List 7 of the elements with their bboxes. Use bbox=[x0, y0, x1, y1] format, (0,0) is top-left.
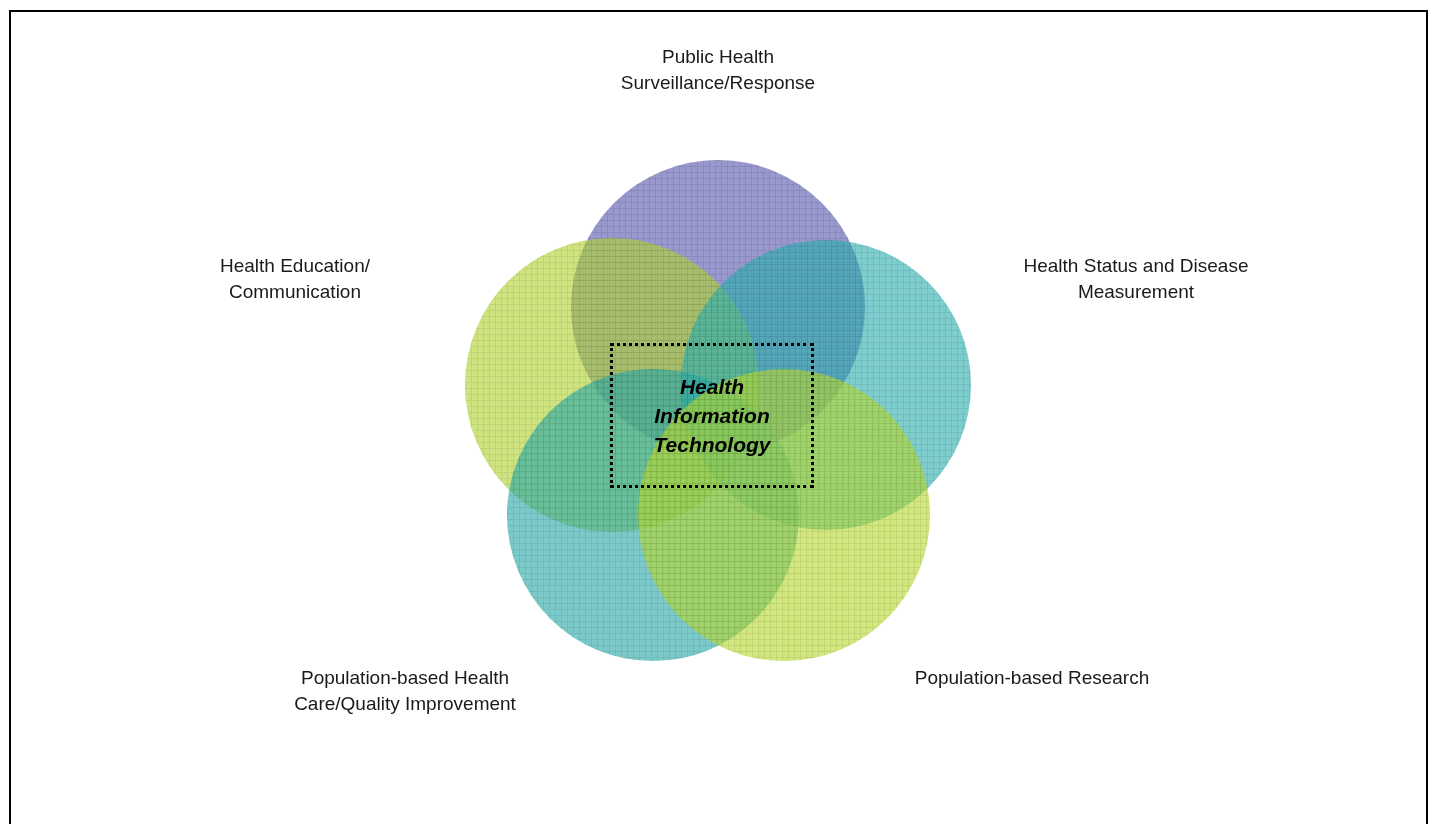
circle-label: Public Health Surveillance/Response bbox=[619, 45, 817, 95]
circle-label: Population-based Research bbox=[914, 666, 1150, 690]
circle-label: Health Status and Disease Measurement bbox=[1022, 254, 1250, 304]
center-label: Health Information Technology bbox=[652, 374, 772, 458]
dotted-box bbox=[610, 343, 814, 488]
circle-label: Population-based Health Care/Quality Improvement bbox=[293, 666, 517, 716]
circle-label: Health Education/ Communication bbox=[219, 254, 371, 304]
